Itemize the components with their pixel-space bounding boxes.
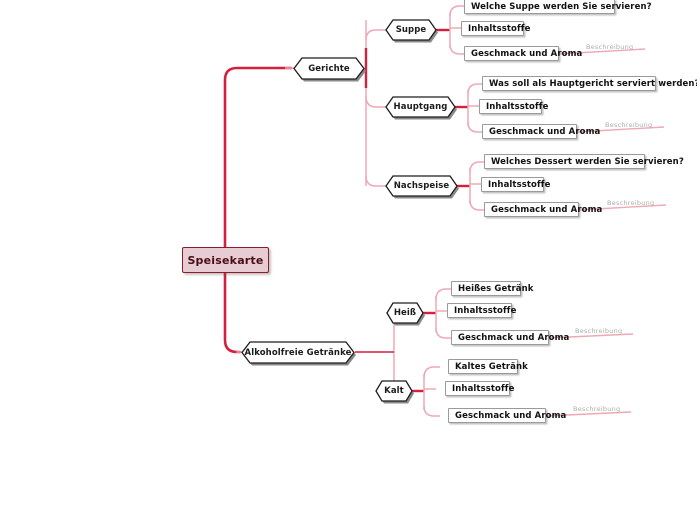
connector-nachspeise-leaf-3	[469, 199, 485, 211]
leaf-heiss-getraenk[interactable]: Heißes Getränk	[451, 281, 533, 296]
leaf-label: Geschmack und Aroma	[458, 332, 570, 343]
leaf-nachspeise-frage[interactable]: Welches Dessert werden Sie servieren?	[484, 154, 684, 169]
node-suppe[interactable]: Suppe	[385, 19, 438, 43]
leaf-kalt-geschmack[interactable]: Geschmack und Aroma	[448, 408, 566, 423]
leaf-heiss-geschmack[interactable]: Geschmack und Aroma	[451, 330, 569, 345]
leaf-label: Welche Suppe werden Sie servieren?	[471, 1, 652, 12]
connector-heiss-leaf-1	[435, 288, 452, 301]
leaf-label: Inhaltsstoffe	[452, 383, 515, 394]
connector-kalt-leaf-3	[423, 405, 440, 417]
node-heiss-label: Heiß	[393, 308, 417, 318]
connector-kalt-leaf-1	[423, 366, 440, 379]
relation-label-nachspeise: Beschreibung	[607, 199, 655, 207]
leaf-label: Inhaltsstoffe	[468, 23, 531, 34]
node-kalt[interactable]: Kalt	[375, 380, 414, 404]
leaf-kalt-getraenk[interactable]: Kaltes Getränk	[448, 359, 528, 374]
node-alkoholfreie-getraenke-label: Alkoholfreie Getränke	[244, 347, 352, 358]
leaf-label: Inhaltsstoffe	[486, 101, 549, 112]
leaf-label: Heißes Getränk	[458, 283, 534, 294]
relation-label-heiss: Beschreibung	[575, 327, 623, 335]
connector-heiss-leaf-3	[435, 327, 452, 339]
leaf-hauptgang-inhaltsstoffe[interactable]: Inhaltsstoffe	[479, 99, 548, 114]
leaf-label: Geschmack und Aroma	[489, 126, 601, 137]
node-kalt-label: Kalt	[384, 386, 404, 396]
connector-root-to-getraenke	[223, 270, 242, 354]
node-hauptgang[interactable]: Hauptgang	[385, 96, 457, 120]
relation-label-hauptgang: Beschreibung	[605, 121, 653, 129]
leaf-hauptgang-geschmack[interactable]: Geschmack und Aroma	[482, 124, 600, 139]
connector-root-to-gerichte	[223, 66, 293, 250]
relation-label-suppe: Beschreibung	[586, 43, 634, 51]
leaf-label: Inhaltsstoffe	[488, 179, 551, 190]
connector-gerichte-to-hauptgang	[365, 95, 387, 108]
connector-nachspeise-leaf-1	[469, 161, 485, 173]
node-gerichte-label: Gerichte	[308, 63, 350, 74]
leaf-label: Kaltes Getränk	[455, 361, 528, 372]
node-hauptgang-label: Hauptgang	[393, 102, 448, 112]
node-nachspeise[interactable]: Nachspeise	[385, 175, 459, 199]
connector-gerichte-to-nachspeise	[365, 175, 387, 187]
node-suppe-label: Suppe	[395, 25, 427, 35]
leaf-heiss-inhaltsstoffe[interactable]: Inhaltsstoffe	[447, 303, 516, 318]
leaf-kalt-inhaltsstoffe[interactable]: Inhaltsstoffe	[445, 381, 514, 396]
node-gerichte[interactable]: Gerichte	[293, 57, 366, 82]
connector-hauptgang-leaf-1	[467, 83, 483, 95]
leaf-label: Geschmack und Aroma	[471, 48, 583, 59]
leaf-label: Inhaltsstoffe	[454, 305, 517, 316]
root-node-speisekarte[interactable]: Speisekarte	[182, 247, 269, 273]
node-nachspeise-label: Nachspeise	[393, 181, 450, 191]
leaf-label: Geschmack und Aroma	[491, 204, 603, 215]
root-node-label: Speisekarte	[187, 253, 264, 267]
leaf-label: Welches Dessert werden Sie servieren?	[491, 156, 684, 167]
node-alkoholfreie-getraenke[interactable]: Alkoholfreie Getränke	[241, 341, 356, 366]
leaf-label: Was soll als Hauptgericht serviert werde…	[489, 78, 697, 89]
leaf-nachspeise-inhaltsstoffe[interactable]: Inhaltsstoffe	[481, 177, 550, 192]
leaf-suppe-frage[interactable]: Welche Suppe werden Sie servieren?	[464, 0, 652, 14]
relation-label-kalt: Beschreibung	[573, 405, 621, 413]
connector-gerichte-to-suppe	[365, 29, 387, 41]
leaf-suppe-inhaltsstoffe[interactable]: Inhaltsstoffe	[461, 21, 530, 36]
leaf-nachspeise-geschmack[interactable]: Geschmack und Aroma	[484, 202, 602, 217]
leaf-hauptgang-frage[interactable]: Was soll als Hauptgericht serviert werde…	[482, 76, 697, 91]
leaf-suppe-geschmack[interactable]: Geschmack und Aroma	[464, 46, 582, 61]
node-heiss[interactable]: Heiß	[386, 302, 425, 326]
leaf-label: Geschmack und Aroma	[455, 410, 567, 421]
connector-hauptgang-leaf-3	[467, 121, 483, 133]
